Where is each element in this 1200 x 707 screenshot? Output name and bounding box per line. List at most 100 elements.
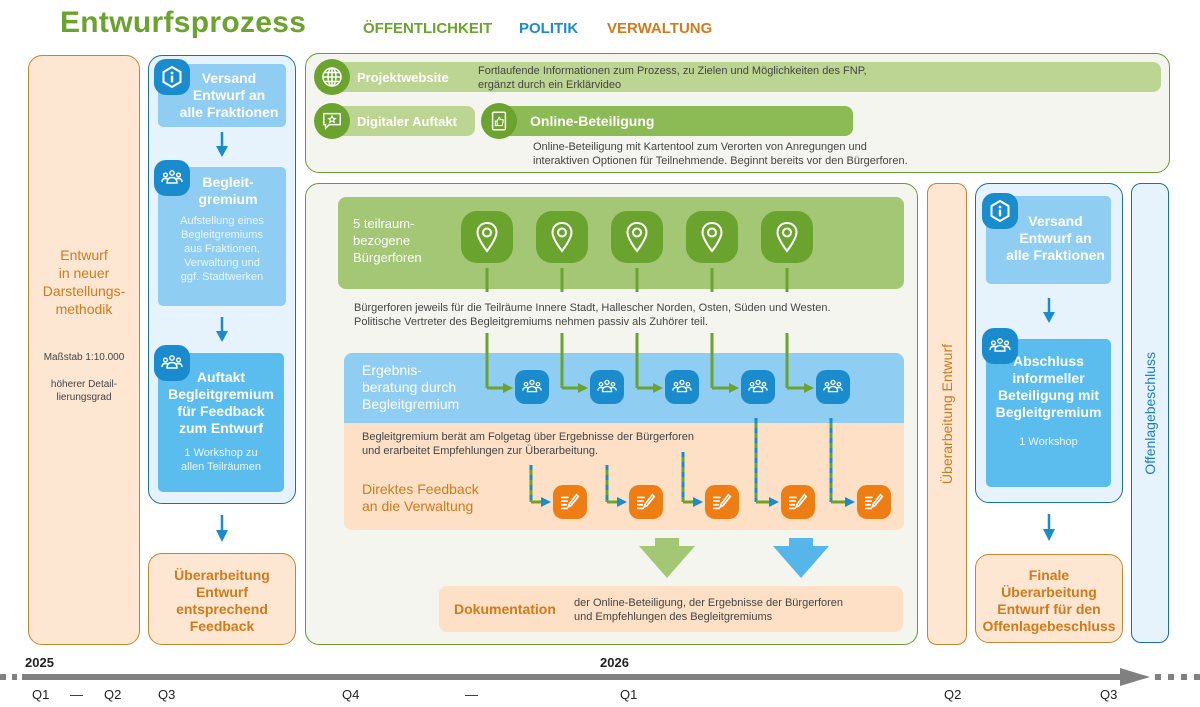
draft-detail-line: höherer Detail- [50,379,118,390]
legend-public: ÖFFENTLICHKEIT [363,20,493,37]
card-line: Versand [201,70,257,86]
timeline-year: 2026 [600,655,629,670]
group-icon [154,160,190,196]
revision-feedback-box: Überarbeitung Entwurf entsprechend Feedb… [148,553,296,645]
timeline-quarter: Q3 [1100,687,1118,702]
arrow-down-icon [216,132,228,158]
box-line: Offenlagebeschluss [982,618,1116,634]
tablet-thumbs-up-icon [481,103,517,139]
box-line: Feedback [189,618,255,634]
documentation-desc: der Online-Beteiligung, der Ergebnisse d… [574,596,843,624]
info-hexagon-icon [982,193,1018,229]
draft-detail-line: lierungsgrad [56,392,112,403]
big-arrow-green-icon [637,538,697,583]
draft-detail: höherer Detail- lierungsgrad [29,378,139,404]
group-icon [154,345,190,381]
edit-document-icon [857,485,891,519]
revision-draft-column: Überarbeitung Entwurf [927,183,967,645]
box-line: entsprechend [176,601,268,617]
card-line: Beteiligung mit [997,387,1100,403]
draft-title-line: Entwurf [60,247,108,263]
online-participation-label[interactable]: Online-Beteiligung [530,113,655,129]
digital-kickoff-bar: Digitaler Auftakt [325,106,475,136]
label-line: Begleitgremium [362,396,460,412]
desc-line: Verwaltung und [184,257,260,269]
digital-kickoff-label[interactable]: Digitaler Auftakt [357,114,457,129]
arrow-down-icon [1043,514,1055,542]
documentation-box: Dokumentation der Online-Beteiligung, de… [439,586,903,632]
desc-line: Fortlaufende Informationen zum Prozess, … [478,65,867,77]
kickoff-board-desc: 1 Workshop zu allen Teilräumen [158,446,284,474]
connector-arrowhead [729,383,739,393]
timeline-quarter: Q4 [342,687,360,702]
draft-title-line: in neuer [58,265,110,281]
label-line: 5 teilraum- [353,216,415,231]
arrow-down-icon [1043,298,1055,324]
card-line: alle Fraktionen [179,104,279,120]
map-pin-icon[interactable] [536,211,588,263]
documentation-label: Dokumentation [454,601,556,617]
advisory-board-desc: Aufstellung eines Begleitgremiums aus Fr… [158,214,286,284]
group-icon [665,370,699,404]
edit-document-icon [781,485,815,519]
card-line: Auftakt [196,369,246,385]
chat-star-icon [314,103,350,139]
timeline-quarter: — [70,687,83,702]
final-revision-box: Finale Überarbeitung Entwurf für den Off… [975,554,1123,643]
box-line: Finale [1028,567,1070,583]
map-pin-icon[interactable] [611,211,663,263]
desc-line: allen Teilräumen [181,461,261,473]
map-pin-icon[interactable] [761,211,813,263]
draft-title: Entwurf in neuer Darstellungs- methodik [29,246,139,318]
group-icon [590,370,624,404]
group-icon [515,370,549,404]
map-pin-icon[interactable] [461,211,513,263]
results-label: Ergebnis- beratung durch Begleitgremium [362,362,459,413]
box-line: Überarbeitung [174,567,270,583]
page-title: Entwurfsprozess [60,6,307,39]
box-line: Entwurf für den [997,601,1101,617]
card-line: Begleit- [202,174,254,190]
label-line: beratung durch [362,379,457,395]
draft-title-line: methodik [55,301,113,317]
results-desc: Begleitgremium berät am Folgetag über Er… [362,430,694,458]
forums-label: 5 teilraum- bezogene Bürgerforen [353,215,422,266]
draft-column: Entwurf in neuer Darstellungs- methodik … [28,55,140,645]
desc-line: Politische Vertreter des Begleitgremiums… [354,316,708,328]
connector-arrowhead [578,383,588,393]
desc-line: Bürgerforen jeweils für die Teilräume In… [354,302,831,314]
connector-arrowhead [804,383,814,393]
desc-line: ergänzt durch ein Erklärvideo [478,79,622,91]
card-line: zum Entwurf [179,420,263,436]
timeline-year: 2025 [25,655,54,670]
globe-icon [314,59,350,95]
card-line: alle Fraktionen [1006,247,1105,263]
connector-arrowhead [503,383,513,393]
big-arrow-blue-icon [771,538,831,583]
public-display-resolution-column: Offenlagebeschluss [1131,183,1169,643]
card-line: Entwurf an [192,87,266,103]
label-line: bezogene [353,233,411,248]
project-website-desc: Fortlaufende Informationen zum Prozess, … [478,64,867,92]
desc-line: interaktiven Optionen für Teilnehmende. … [533,155,908,167]
online-participation-bar: Online-Beteiligung [490,106,853,136]
edit-document-icon [705,485,739,519]
project-website-bar: Projektwebsite Fortlaufende Informatione… [325,62,1161,92]
label-line: Ergebnis- [362,362,422,378]
edit-document-icon [629,485,663,519]
group-icon [982,328,1018,364]
box-line: Entwurf [195,584,249,600]
desc-line: 1 Workshop zu [184,447,258,459]
timeline-quarter: Q2 [104,687,122,702]
box-line: Überarbeitung [1001,584,1097,600]
desc-line: und Empfehlungen des Begleitgremiums [574,611,773,623]
card-line: gremium [198,191,258,207]
closing-participation-desc: 1 Workshop [1019,436,1078,448]
map-pin-icon[interactable] [686,211,738,263]
connector-arrowhead [617,497,627,507]
project-website-label[interactable]: Projektwebsite [357,70,449,85]
desc-line: Begleitgremium berät am Folgetag über Er… [362,431,695,443]
info-hexagon-icon [154,59,190,95]
card-line: informeller [1012,370,1085,386]
